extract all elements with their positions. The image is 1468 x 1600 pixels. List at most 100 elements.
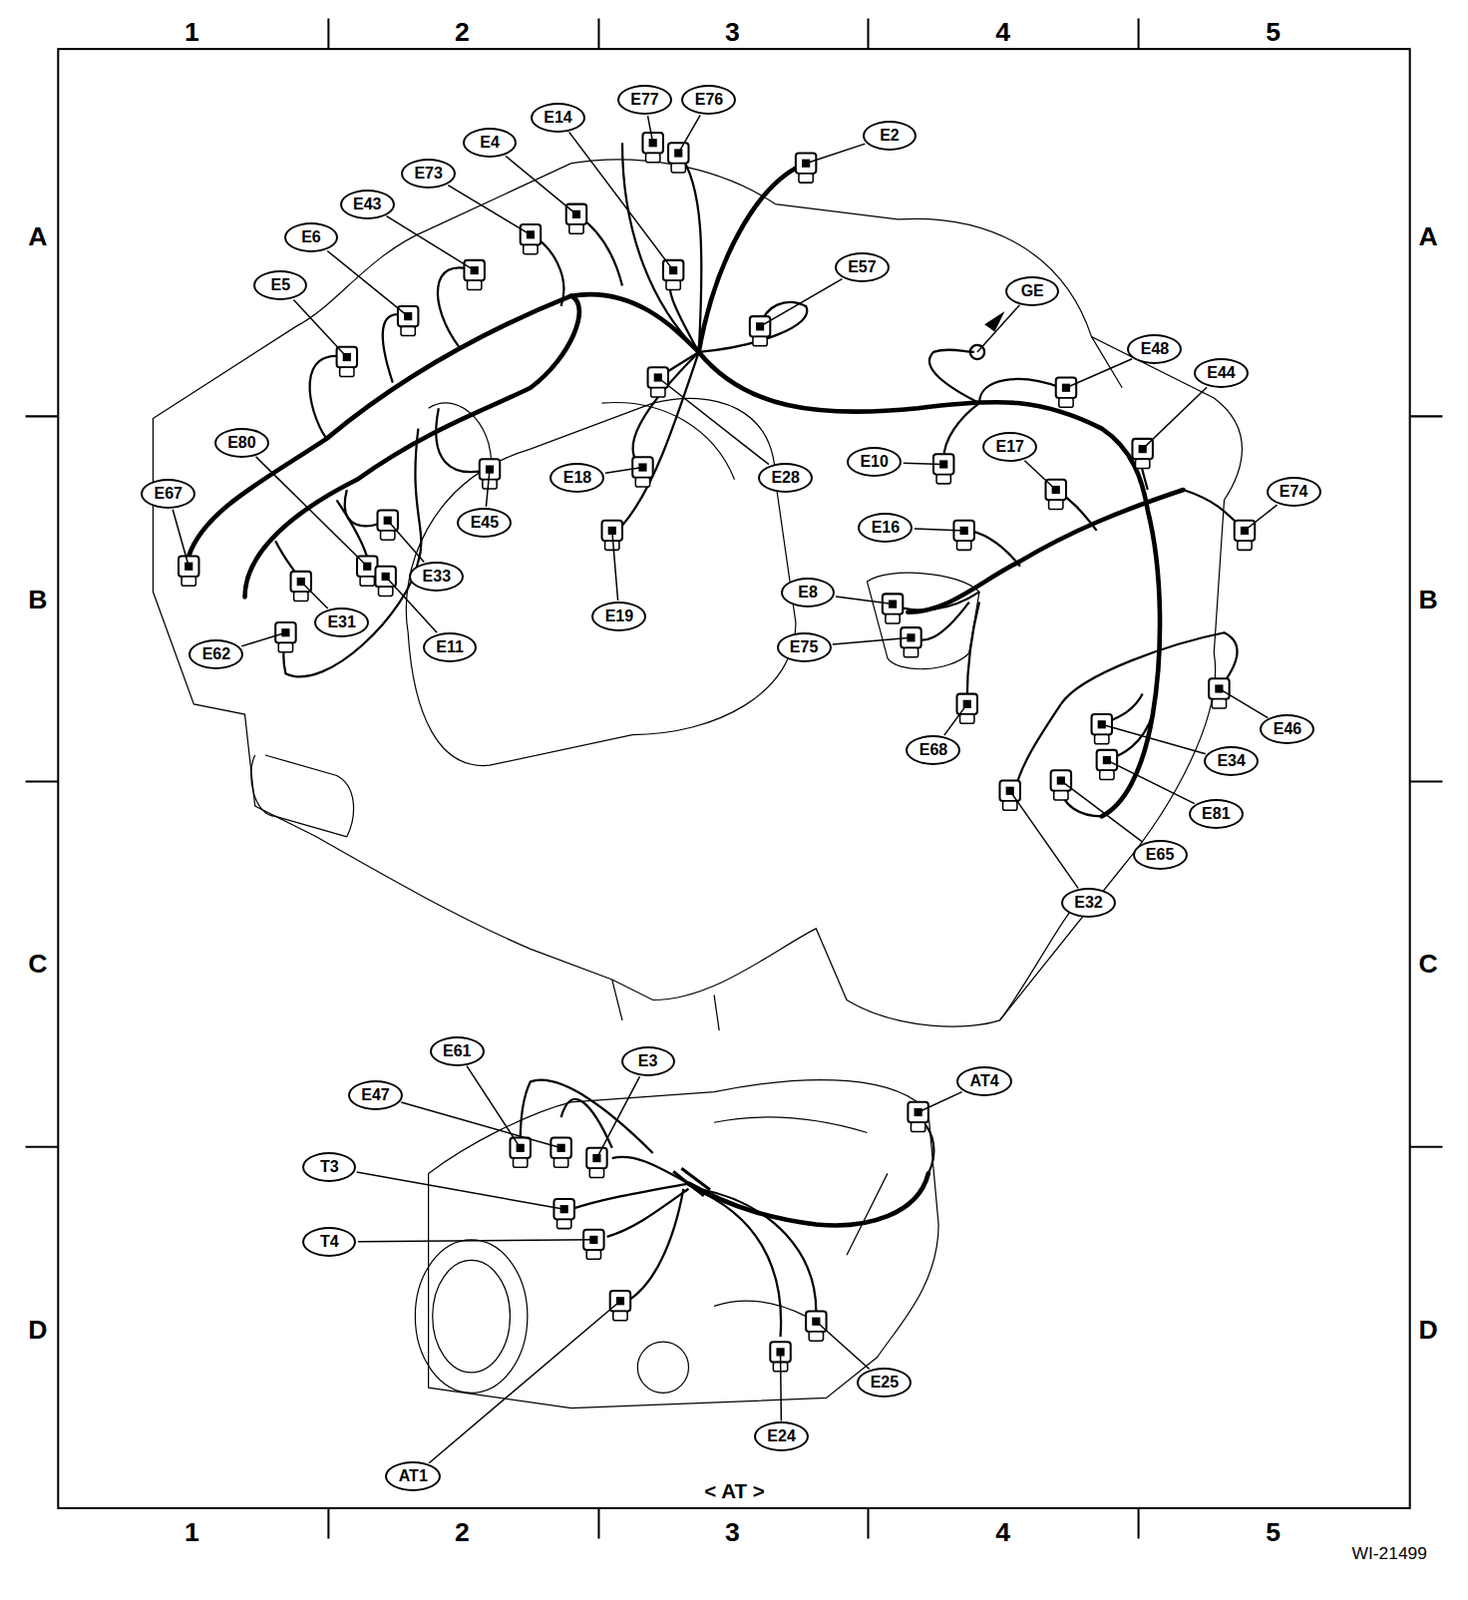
callout-oval: E77: [617, 84, 673, 115]
leader-line: [1218, 688, 1268, 718]
callout-oval: E80: [214, 427, 270, 458]
callout-oval: E46: [1259, 714, 1315, 744]
connector-code: E2: [879, 127, 900, 144]
leader-line: [605, 467, 643, 474]
leader-line: [357, 1171, 565, 1209]
connector-code: E65: [1145, 846, 1174, 863]
callout-oval: E61: [429, 1036, 485, 1067]
grid-reference: B: [1418, 586, 1438, 614]
connector-code: E73: [413, 165, 442, 182]
leader-line: [658, 376, 769, 464]
connector-code: E25: [870, 1374, 899, 1391]
connector-code: E33: [422, 568, 451, 585]
grid-reference: 3: [725, 1518, 740, 1546]
connector-code: E62: [202, 646, 231, 663]
callout-oval: E2: [862, 120, 917, 151]
connector-code: E11: [435, 639, 464, 656]
leader-line: [1024, 460, 1056, 490]
callout-oval: E3: [621, 1046, 676, 1077]
leader-line: [1066, 359, 1132, 388]
leader-line: [447, 185, 531, 236]
callout-oval: E24: [753, 1421, 809, 1452]
callout-oval: E18: [549, 462, 605, 493]
connector-code: AT4: [970, 1073, 1000, 1090]
callout-oval: E4: [462, 127, 517, 158]
callout-oval: E32: [1061, 887, 1116, 918]
leader-line: [466, 1066, 521, 1148]
connector-code: E34: [1216, 752, 1245, 769]
callout-oval: E75: [776, 632, 832, 663]
ground-arrow: [984, 311, 1005, 332]
connector-code: E3: [638, 1053, 659, 1070]
callout-oval: E68: [905, 734, 961, 765]
callout-oval: E16: [857, 512, 913, 543]
connector-code: E76: [695, 91, 724, 108]
grid-reference: A: [27, 223, 47, 251]
connector-code: E81: [1201, 805, 1230, 822]
leader-line: [358, 1239, 594, 1242]
callout-oval: AT1: [384, 1461, 441, 1491]
leader-line: [428, 1300, 621, 1464]
leader-line: [832, 637, 912, 645]
engine-outline: [152, 159, 1242, 1031]
connector-code: E68: [919, 741, 948, 758]
connector-code: E16: [871, 519, 900, 536]
connector-code: E46: [1273, 721, 1302, 737]
leader-line: [977, 305, 1020, 353]
callout-oval: E73: [400, 158, 456, 189]
callout-oval: E8: [780, 577, 835, 608]
leader-line: [293, 300, 347, 358]
connector-code: E10: [859, 453, 888, 470]
harness-trunk: [188, 163, 1183, 1226]
connector-code: E57: [847, 259, 876, 276]
connector-code: AT1: [398, 1468, 428, 1484]
connector-code: E5: [271, 277, 292, 294]
leader-line: [805, 143, 865, 164]
callout-oval: E81: [1188, 798, 1244, 829]
leader-line: [387, 520, 425, 563]
harness-branches: [275, 142, 1245, 1337]
connector-code: E67: [154, 485, 183, 502]
leader-line: [944, 704, 968, 735]
callout-oval: E48: [1126, 334, 1182, 365]
leader-line: [903, 462, 944, 464]
connector-code: E44: [1206, 365, 1235, 381]
grid-reference: A: [1418, 223, 1438, 251]
callout-oval: E44: [1193, 358, 1249, 388]
connector-code: E48: [1140, 341, 1169, 358]
connector-code: E14: [543, 109, 572, 126]
connector-code: E43: [353, 196, 381, 213]
connector-code: E17: [995, 438, 1024, 455]
connector-code: E28: [770, 469, 799, 486]
connector-code: T3: [320, 1158, 340, 1175]
frame: [25, 17, 1444, 1538]
connector-code: E32: [1074, 894, 1102, 911]
leader-line: [1061, 780, 1143, 843]
connector-code: T4: [320, 1233, 340, 1250]
connector-code: E31: [327, 614, 356, 631]
leader-line: [1142, 386, 1207, 449]
leader-line: [596, 1076, 640, 1158]
grid-reference: 1: [184, 1518, 200, 1546]
callout-oval: E67: [140, 478, 196, 509]
grid-reference: 5: [1265, 18, 1281, 46]
callout-oval: E14: [530, 102, 586, 133]
callout-oval: E6: [284, 222, 339, 253]
leader-line: [779, 1351, 782, 1421]
grid-reference: 5: [1265, 1518, 1281, 1546]
connector-code: E45: [470, 514, 499, 531]
leader-line: [327, 250, 408, 317]
leader-line: [256, 456, 368, 567]
connector-code: E61: [442, 1043, 471, 1060]
callout-oval: E76: [681, 84, 736, 115]
connector-code: GE: [1021, 283, 1045, 300]
leader-line: [648, 115, 654, 143]
callout-oval: E11: [422, 632, 477, 663]
callout-oval: E45: [456, 507, 512, 538]
callout-oval: E19: [591, 601, 647, 632]
leader-line: [815, 1321, 869, 1370]
leader-line: [386, 216, 475, 272]
